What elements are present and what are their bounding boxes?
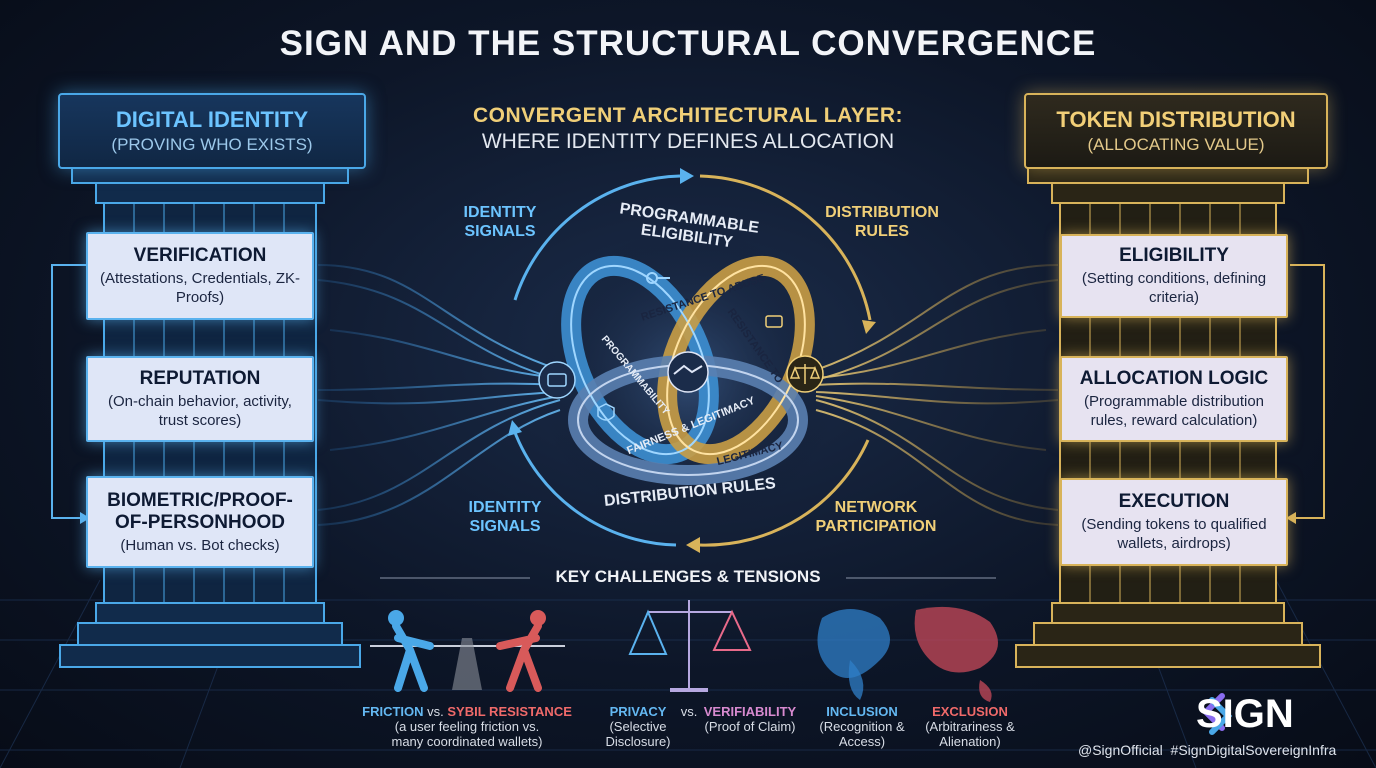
inclusion-label: INCLUSION <box>818 704 906 719</box>
allocation-logic-card: ALLOCATION LOGIC (Programmable distribut… <box>1060 356 1288 442</box>
reputation-card: REPUTATION (On-chain behavior, activity,… <box>86 356 314 442</box>
execution-card: EXECUTION (Sending tokens to qualified w… <box>1060 478 1288 566</box>
sybil-resistance-label: SYBIL RESISTANCE <box>447 704 571 719</box>
left-pillar-title: DIGITAL IDENTITY <box>60 107 364 133</box>
arrow-head-right <box>862 320 876 334</box>
balance-scale-icon <box>630 600 750 690</box>
exclusion-note: (Arbitrariness & Alienation) <box>922 719 1018 749</box>
privacy-block: PRIVACY (Selective Disclosure) <box>598 704 678 749</box>
verifiability-label: VERIFIABILITY <box>700 704 800 719</box>
inclusion-block: INCLUSION (Recognition & Access) <box>818 704 906 749</box>
identity-flow-lines <box>318 265 560 525</box>
biometric-card: BIOMETRIC/PROOF-OF-PERSONHOOD (Human vs.… <box>86 476 314 568</box>
card-title: BIOMETRIC/PROOF-OF-PERSONHOOD <box>96 490 304 534</box>
center-title-line1: CONVERGENT ARCHITECTURAL LAYER: <box>440 104 936 128</box>
card-desc: (Human vs. Bot checks) <box>96 536 304 555</box>
card-desc: (Sending tokens to qualified wallets, ai… <box>1070 515 1278 553</box>
friction-note: (a user feeling friction vs. many coordi… <box>352 719 582 749</box>
card-desc: (On-chain behavior, activity, trust scor… <box>96 392 304 430</box>
tug-of-war-icon <box>370 610 565 690</box>
arrow-head-top <box>680 168 694 184</box>
convergent-layer-title: CONVERGENT ARCHITECTURAL LAYER: WHERE ID… <box>440 104 936 154</box>
challenges-title: KEY CHALLENGES & TENSIONS <box>450 567 926 587</box>
social-handle: @SignOfficial #SignDigitalSovereignInfra <box>1078 742 1336 758</box>
privacy-vs-connector: vs. <box>677 704 701 719</box>
eligibility-card: ELIGIBILITY (Setting conditions, definin… <box>1060 234 1288 318</box>
card-desc: (Setting conditions, defining criteria) <box>1070 269 1278 307</box>
card-title: ALLOCATION LOGIC <box>1070 368 1278 390</box>
distribution-rules-label-top: DISTRIBUTION RULES <box>814 203 950 241</box>
handshake-icon <box>668 352 708 392</box>
arrow-head-bottom <box>686 537 700 553</box>
left-pillar-subtitle: (PROVING WHO EXISTS) <box>60 135 364 155</box>
distribution-flow-lines <box>816 265 1058 525</box>
right-pillar-subtitle: (ALLOCATING VALUE) <box>1026 135 1326 155</box>
vs-connector: vs. <box>427 704 444 719</box>
verifiability-block: VERIFIABILITY (Proof of Claim) <box>700 704 800 734</box>
inclusion-note: (Recognition & Access) <box>818 719 906 749</box>
sign-brand-name: SIGN <box>1196 692 1294 737</box>
friction-label: FRICTION <box>362 704 423 719</box>
token-distribution-header: TOKEN DISTRIBUTION (ALLOCATING VALUE) <box>1024 93 1328 169</box>
world-map-icon <box>818 607 999 702</box>
verifiability-note: (Proof of Claim) <box>700 719 800 734</box>
network-participation-label: NETWORK PARTICIPATION <box>806 498 946 536</box>
card-title: EXECUTION <box>1070 491 1278 513</box>
card-title: VERIFICATION <box>96 245 304 267</box>
identity-signals-label-bottom: IDENTITY SIGNALS <box>450 498 560 536</box>
right-loop-arrow <box>1290 265 1324 518</box>
exclusion-label: EXCLUSION <box>922 704 1018 719</box>
right-pillar-title: TOKEN DISTRIBUTION <box>1026 107 1326 133</box>
friction-vs-sybil: FRICTION vs. SYBIL RESISTANCE (a user fe… <box>352 704 582 749</box>
card-desc: (Attestations, Credentials, ZK-Proofs) <box>96 269 304 307</box>
card-desc: (Programmable distribution rules, reward… <box>1070 392 1278 430</box>
scale-icon <box>787 356 823 392</box>
wallet-icon <box>539 362 575 398</box>
left-loop-arrow <box>52 265 86 518</box>
verification-card: VERIFICATION (Attestations, Credentials,… <box>86 232 314 320</box>
card-title: REPUTATION <box>96 368 304 390</box>
center-title-line2: WHERE IDENTITY DEFINES ALLOCATION <box>440 130 936 154</box>
digital-identity-header: DIGITAL IDENTITY (PROVING WHO EXISTS) <box>58 93 366 169</box>
exclusion-block: EXCLUSION (Arbitrariness & Alienation) <box>922 704 1018 749</box>
privacy-label: PRIVACY <box>598 704 678 719</box>
identity-signals-label-top: IDENTITY SIGNALS <box>450 203 550 241</box>
card-title: ELIGIBILITY <box>1070 245 1278 267</box>
privacy-note: (Selective Disclosure) <box>598 719 678 749</box>
